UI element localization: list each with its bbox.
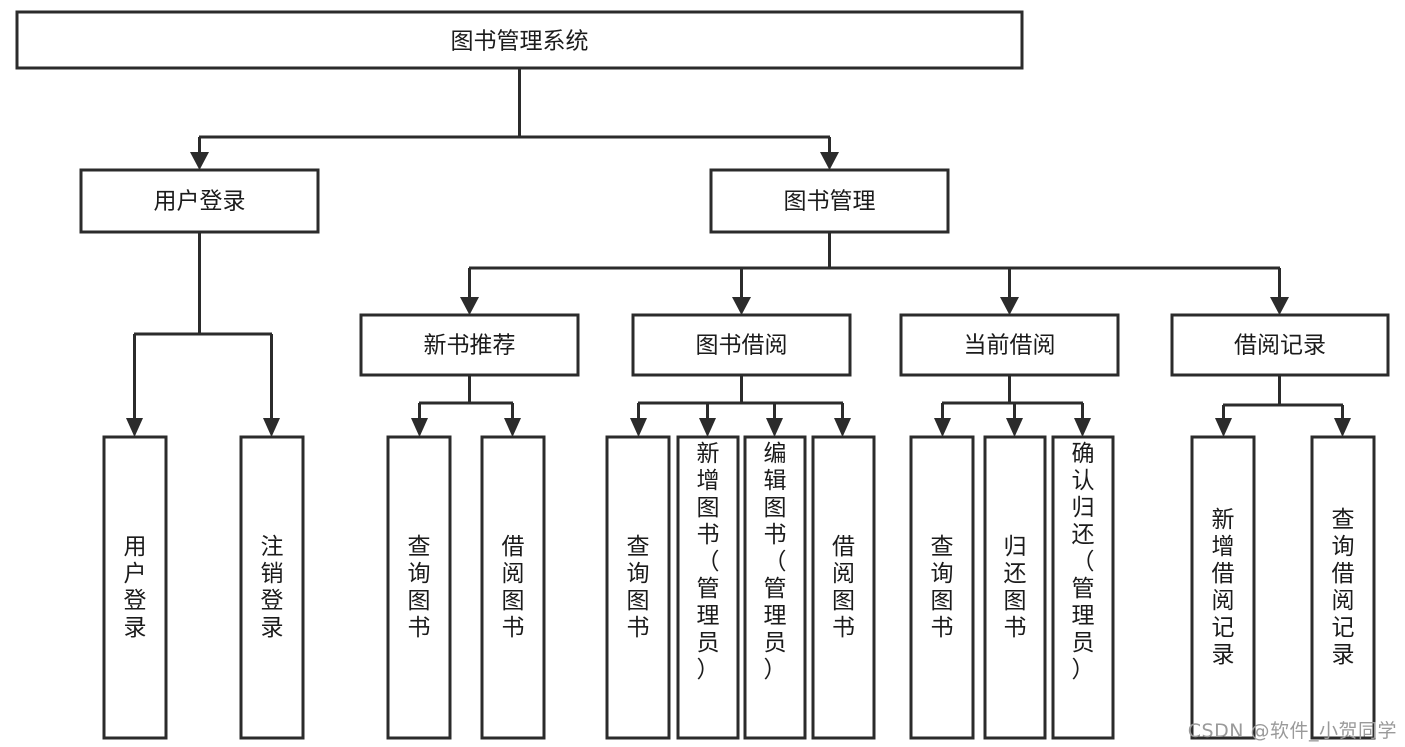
leaf-return-book-rect[interactable]: [983, 435, 1047, 740]
node-root[interactable]: 图书管理系统: [15, 10, 1024, 70]
node-book-borrow-label: 图书借阅: [696, 333, 788, 359]
leaf-borrow-book-rect[interactable]: [811, 435, 876, 740]
node-book-borrow[interactable]: 图书借阅: [631, 313, 852, 377]
node-user-login-label: 用户登录: [154, 189, 246, 215]
arrow-to-book-borrow: [732, 297, 751, 315]
node-book-manage[interactable]: 图书管理: [709, 168, 950, 234]
node-user-login[interactable]: 用户登录: [79, 168, 320, 234]
arrow-leaf-query-book-rec: [411, 418, 428, 437]
arrow-to-current-borrow: [1000, 297, 1019, 315]
leaf-borrow-book-rec-rect[interactable]: [480, 435, 546, 740]
leaf-confirm-return-rect[interactable]: [1051, 435, 1115, 740]
connector-group-current-borrow: [934, 375, 1091, 437]
node-current-borrow[interactable]: 当前借阅: [899, 313, 1120, 377]
leaf-logout-rect[interactable]: [239, 435, 305, 740]
node-user-login-rect[interactable]: [79, 168, 320, 234]
arrow-leaf-edit-book: [766, 418, 783, 437]
connector-group-book-borrow: [630, 375, 851, 437]
node-new-book-rec-label: 新书推荐: [424, 333, 516, 359]
node-book-manage-rect[interactable]: [709, 168, 950, 234]
connector-group-borrow-record: [1215, 375, 1351, 437]
connector-group-book-manage: [460, 232, 1289, 315]
arrow-leaf-query-record: [1334, 418, 1351, 437]
leaf-add-book-rect[interactable]: [676, 435, 740, 740]
leaf-user-login-rect[interactable]: [102, 435, 168, 740]
leaf-query-record-rect[interactable]: [1310, 435, 1376, 740]
node-new-book-rec-rect[interactable]: [359, 313, 580, 377]
node-new-book-rec[interactable]: 新书推荐: [359, 313, 580, 377]
node-current-borrow-rect[interactable]: [899, 313, 1120, 377]
connector-group-new-book-rec: [411, 375, 521, 437]
arrow-leaf-add-book: [699, 418, 716, 437]
arrow-leaf-borrow-book-rec: [504, 418, 521, 437]
arrow-leaf-query-book-borrow: [630, 418, 647, 437]
connector-group-user-login: [126, 232, 280, 437]
node-book-borrow-rect[interactable]: [631, 313, 852, 377]
node-root-rect[interactable]: [15, 10, 1024, 70]
arrow-to-borrow-record: [1270, 297, 1289, 315]
arrow-leaf-query-book-cur: [934, 418, 951, 437]
leaf-add-record-rect[interactable]: [1190, 435, 1256, 740]
arrow-leaf-confirm-return: [1074, 418, 1091, 437]
leaf-edit-book-rect[interactable]: [743, 435, 807, 740]
node-book-manage-label: 图书管理: [784, 189, 876, 215]
leaf-boxes: [102, 435, 1376, 740]
leaf-query-book-borrow-rect[interactable]: [605, 435, 671, 740]
arrow-to-user-login: [190, 152, 209, 170]
node-borrow-record[interactable]: 借阅记录: [1170, 313, 1390, 377]
arrow-leaf-user-login: [126, 418, 143, 437]
node-root-label: 图书管理系统: [451, 29, 589, 55]
node-current-borrow-label: 当前借阅: [964, 333, 1056, 359]
arrow-leaf-return-book: [1006, 418, 1023, 437]
node-borrow-record-rect[interactable]: [1170, 313, 1390, 377]
leaf-query-book-cur-rect[interactable]: [909, 435, 975, 740]
arrow-leaf-borrow-book: [834, 418, 851, 437]
arrow-to-new-book-rec: [460, 297, 479, 315]
csdn-watermark: CSDN @软件_小贺同学: [1187, 720, 1397, 742]
node-borrow-record-label: 借阅记录: [1234, 333, 1326, 359]
leaf-query-book-rec-rect[interactable]: [386, 435, 452, 740]
arrow-leaf-logout: [263, 418, 280, 437]
arrow-to-book-manage: [820, 152, 839, 170]
connector-group-root: [190, 68, 839, 170]
arrow-leaf-add-record: [1215, 418, 1232, 437]
